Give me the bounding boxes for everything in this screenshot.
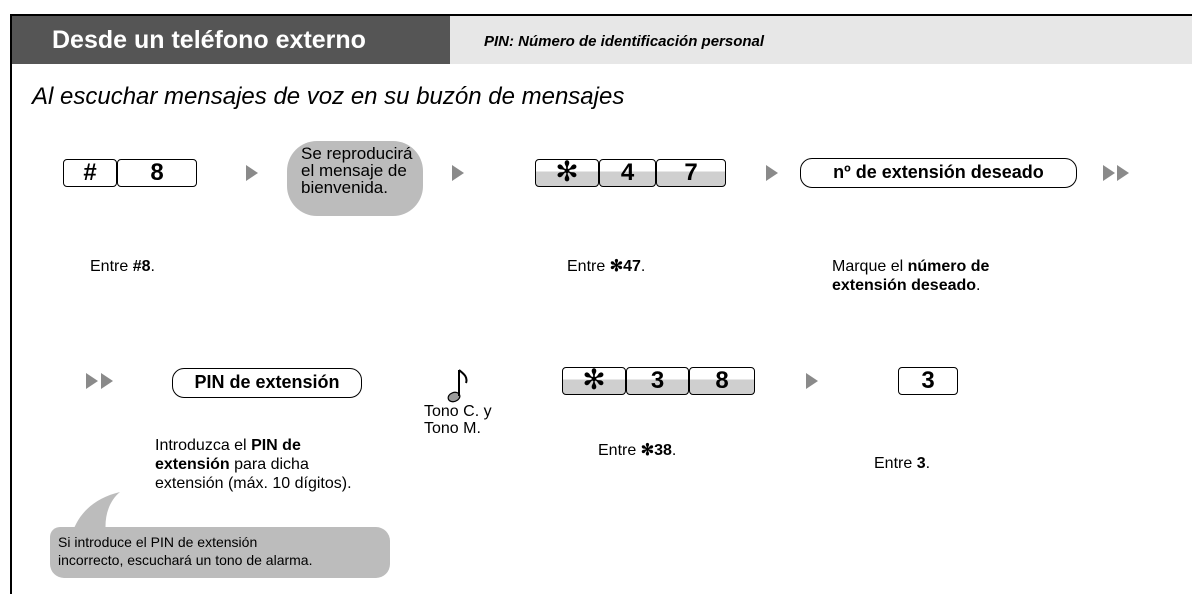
key-star: ✻ <box>562 366 626 395</box>
header-tab: Desde un teléfono externo <box>12 16 450 64</box>
caption-text: Entre <box>874 455 917 472</box>
caption-bold: número de <box>907 258 990 275</box>
page-frame <box>10 14 1192 594</box>
triangle-arrow-icon <box>766 165 778 181</box>
triangle-arrow-icon <box>452 165 464 181</box>
tone-label: Tono C. y Tono M. <box>424 403 492 437</box>
caption-bold: 3 <box>916 455 926 472</box>
double-triangle-arrow-icon <box>86 373 98 389</box>
caption-bold: PIN de <box>251 437 301 454</box>
tone-line: Tono M. <box>424 420 481 437</box>
welcome-bubble: Se reproducirá el mensaje de bienvenida. <box>287 141 423 216</box>
bubble-line: Se reproducirá <box>301 144 413 163</box>
caption-text: para dicha <box>229 456 309 473</box>
double-triangle-arrow-icon <box>1117 165 1129 181</box>
double-triangle-arrow-icon <box>101 373 113 389</box>
caption-line: extensión (máx. 10 dígitos). <box>155 475 352 492</box>
warning-callout: Si introduce el PIN de extensión incorre… <box>50 527 390 578</box>
bubble-line: el mensaje de <box>301 161 407 180</box>
tone-line: Tono C. y <box>424 403 492 420</box>
extension-pin-field: PIN de extensión <box>172 368 362 398</box>
callout-line: Si introduce el PIN de extensión <box>58 534 258 550</box>
pin-note: PIN: Número de identificación personal <box>484 33 765 50</box>
caption-bold: #8 <box>132 258 151 275</box>
caption-text: . <box>150 258 155 275</box>
key-3: 3 <box>898 367 958 395</box>
caption-text: . <box>671 442 677 459</box>
caption-bold: extensión deseado <box>832 277 977 294</box>
caption-line: Marque el número de <box>832 257 989 276</box>
caption-text: Introduzca el <box>155 437 252 454</box>
caption-line: extensión para dicha <box>155 455 352 474</box>
caption-line: extensión deseado. <box>832 276 989 295</box>
key-7: 7 <box>656 159 726 187</box>
caption-step1: Entre #8. <box>90 257 155 276</box>
caption-step5: Entre ✻38. <box>598 441 676 460</box>
music-note-icon <box>447 369 468 403</box>
subtitle: Al escuchar mensajes de voz en su buzón … <box>32 83 625 110</box>
caption-line: Introduzca el PIN de <box>155 436 352 455</box>
caption-text: Marque el <box>832 258 908 275</box>
extension-number-field: nº de extensión deseado <box>800 158 1077 188</box>
caption-bold: ✻47 <box>609 258 641 275</box>
caption-text: . <box>976 277 981 294</box>
callout-tail <box>72 492 120 534</box>
caption-step3: Marque el número de extensión deseado. <box>832 257 989 295</box>
key-8: 8 <box>117 159 197 187</box>
caption-bold: extensión <box>155 456 230 473</box>
caption-text: Entre <box>567 258 610 275</box>
key-3: 3 <box>626 367 689 395</box>
caption-text: . <box>925 455 931 472</box>
caption-text: Entre <box>90 258 133 275</box>
key-hash: # <box>63 159 117 187</box>
bubble-line: bienvenida. <box>301 178 388 197</box>
caption-step2: Entre ✻47. <box>567 257 645 276</box>
triangle-arrow-icon <box>806 373 818 389</box>
key-4: 4 <box>599 159 656 187</box>
caption-step6: Entre 3. <box>874 454 930 473</box>
callout-line: incorrecto, escuchará un tono de alarma. <box>58 552 313 568</box>
caption-text: Entre <box>598 442 641 459</box>
double-triangle-arrow-icon <box>1103 165 1115 181</box>
triangle-arrow-icon <box>246 165 258 181</box>
caption-text: . <box>640 258 646 275</box>
key-8: 8 <box>689 367 755 395</box>
caption-step4: Introduzca el PIN de extensión para dich… <box>155 436 352 493</box>
caption-bold: ✻38 <box>640 442 672 459</box>
key-star: ✻ <box>535 158 599 187</box>
